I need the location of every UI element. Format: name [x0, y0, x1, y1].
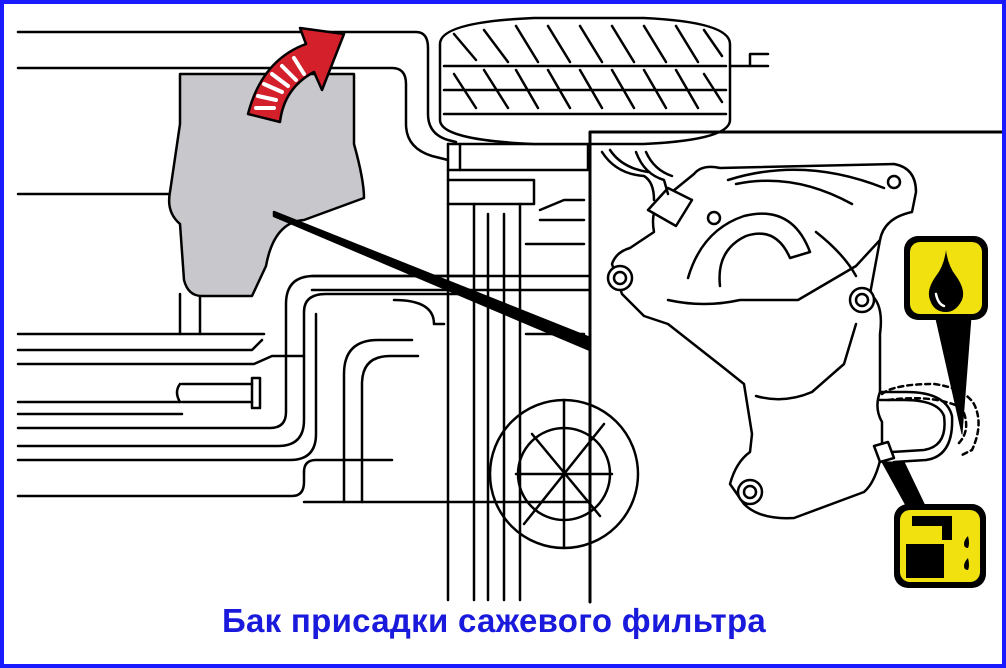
pointer-line — [933, 303, 973, 435]
tank-drain-icon — [894, 504, 986, 588]
spare-tyre — [438, 16, 770, 146]
vehicle-underbody-illustration — [16, 16, 1002, 604]
diagram-caption: Бак присадки сажевого фильтра — [221, 602, 767, 639]
detail-inset-border — [588, 130, 1002, 604]
rear-wheel — [488, 398, 640, 550]
oil-drop-icon — [904, 236, 988, 320]
curved-arrow-icon — [246, 26, 346, 124]
leader-line — [272, 210, 592, 352]
mounting-bolt — [606, 264, 876, 506]
additive-tank — [600, 148, 980, 520]
suspension-column — [392, 142, 590, 602]
highlighted-tank-area — [167, 72, 366, 298]
